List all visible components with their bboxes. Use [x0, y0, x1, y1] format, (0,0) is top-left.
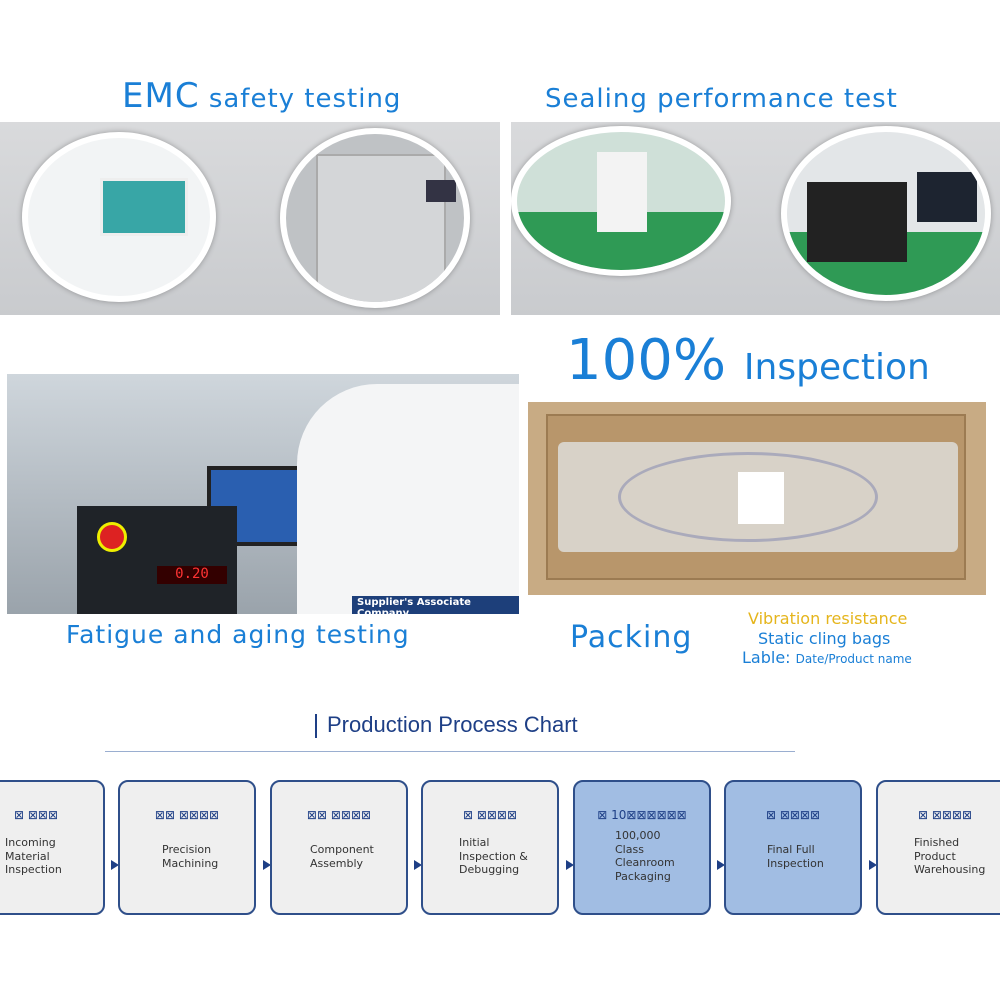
process-step: ⊠⊠ ⊠⊠⊠⊠ Component Assembly [270, 780, 408, 915]
step-en: Finished Product Warehousing [914, 836, 986, 876]
step-en: Component Assembly [310, 843, 374, 870]
arrow-icon [414, 860, 422, 870]
inspection-label: Inspection [743, 347, 930, 388]
process-step: ⊠ ⊠⊠⊠⊠ Finished Product Warehousing [876, 780, 1000, 915]
fatigue-heading: Fatigue and aging testing [66, 620, 410, 649]
title-bar [315, 714, 317, 738]
sealing-tester-photo [511, 126, 731, 276]
sealing-heading: Sealing performance test [545, 84, 898, 114]
process-step: ⊠⊠ ⊠⊠⊠⊠ Precision Machining [118, 780, 256, 915]
sealing-machine-photo [781, 126, 991, 301]
step-cn: ⊠ ⊠⊠⊠⊠ [462, 808, 518, 822]
emc-photo-panel [0, 122, 500, 315]
arrow-icon [869, 860, 877, 870]
emc-tester-photo [22, 132, 216, 302]
step-cn: ⊠ 10⊠⊠⊠⊠⊠⊠ [597, 808, 687, 822]
step-en: Initial Inspection & Debugging [459, 836, 528, 876]
emc-label: EMC [122, 76, 200, 116]
climate-chamber-photo [280, 128, 470, 308]
process-step: ⊠ 10⊠⊠⊠⊠⊠⊠ 100,000 Class Cleanroom Packag… [573, 780, 711, 915]
inspection-heading: 100% Inspection [566, 328, 930, 393]
vibration-note: Vibration resistance [748, 609, 908, 628]
static-note: Static cling bags [758, 629, 891, 648]
label-note: Lable: Date/Product name [742, 648, 912, 667]
step-en: Precision Machining [162, 843, 219, 870]
packing-box-photo [528, 402, 986, 595]
emc-heading: EMC safety testing [122, 76, 401, 116]
arrow-icon [566, 860, 574, 870]
process-step: ⊠ ⊠⊠⊠⊠ Final Full Inspection [724, 780, 862, 915]
label-value: Date/Product name [795, 652, 912, 666]
step-cn: ⊠ ⊠⊠⊠ [13, 808, 59, 822]
percent-label: 100% [566, 328, 727, 393]
step-cn: ⊠ ⊠⊠⊠⊠ [917, 808, 973, 822]
title-divider [105, 751, 795, 752]
safety-label: safety testing [208, 84, 402, 114]
packing-heading: Packing [570, 620, 693, 655]
process-step: ⊠ ⊠⊠⊠⊠ Initial Inspection & Debugging [421, 780, 559, 915]
arrow-icon [263, 860, 271, 870]
sealing-photo-panel [511, 122, 1000, 315]
process-title: Production Process Chart [327, 712, 578, 737]
digital-display: 0.20 [157, 566, 227, 584]
label-key: Lable: [742, 648, 791, 667]
arrow-icon [717, 860, 725, 870]
arrow-icon [111, 860, 119, 870]
step-cn: ⊠ ⊠⊠⊠⊠ [765, 808, 821, 822]
step-cn: ⊠⊠ ⊠⊠⊠⊠ [154, 808, 220, 822]
step-cn: ⊠⊠ ⊠⊠⊠⊠ [306, 808, 372, 822]
step-en: Incoming Material Inspection [5, 836, 62, 876]
step-en: Final Full Inspection [767, 843, 824, 870]
step-en: 100,000 Class Cleanroom Packaging [615, 829, 675, 883]
process-step: ⊠ ⊠⊠⊠ Incoming Material Inspection [0, 780, 105, 915]
fatigue-testing-photo: 0.20 Supplier's Associate Company [7, 374, 519, 614]
supplier-badge: Supplier's Associate Company [352, 596, 519, 614]
